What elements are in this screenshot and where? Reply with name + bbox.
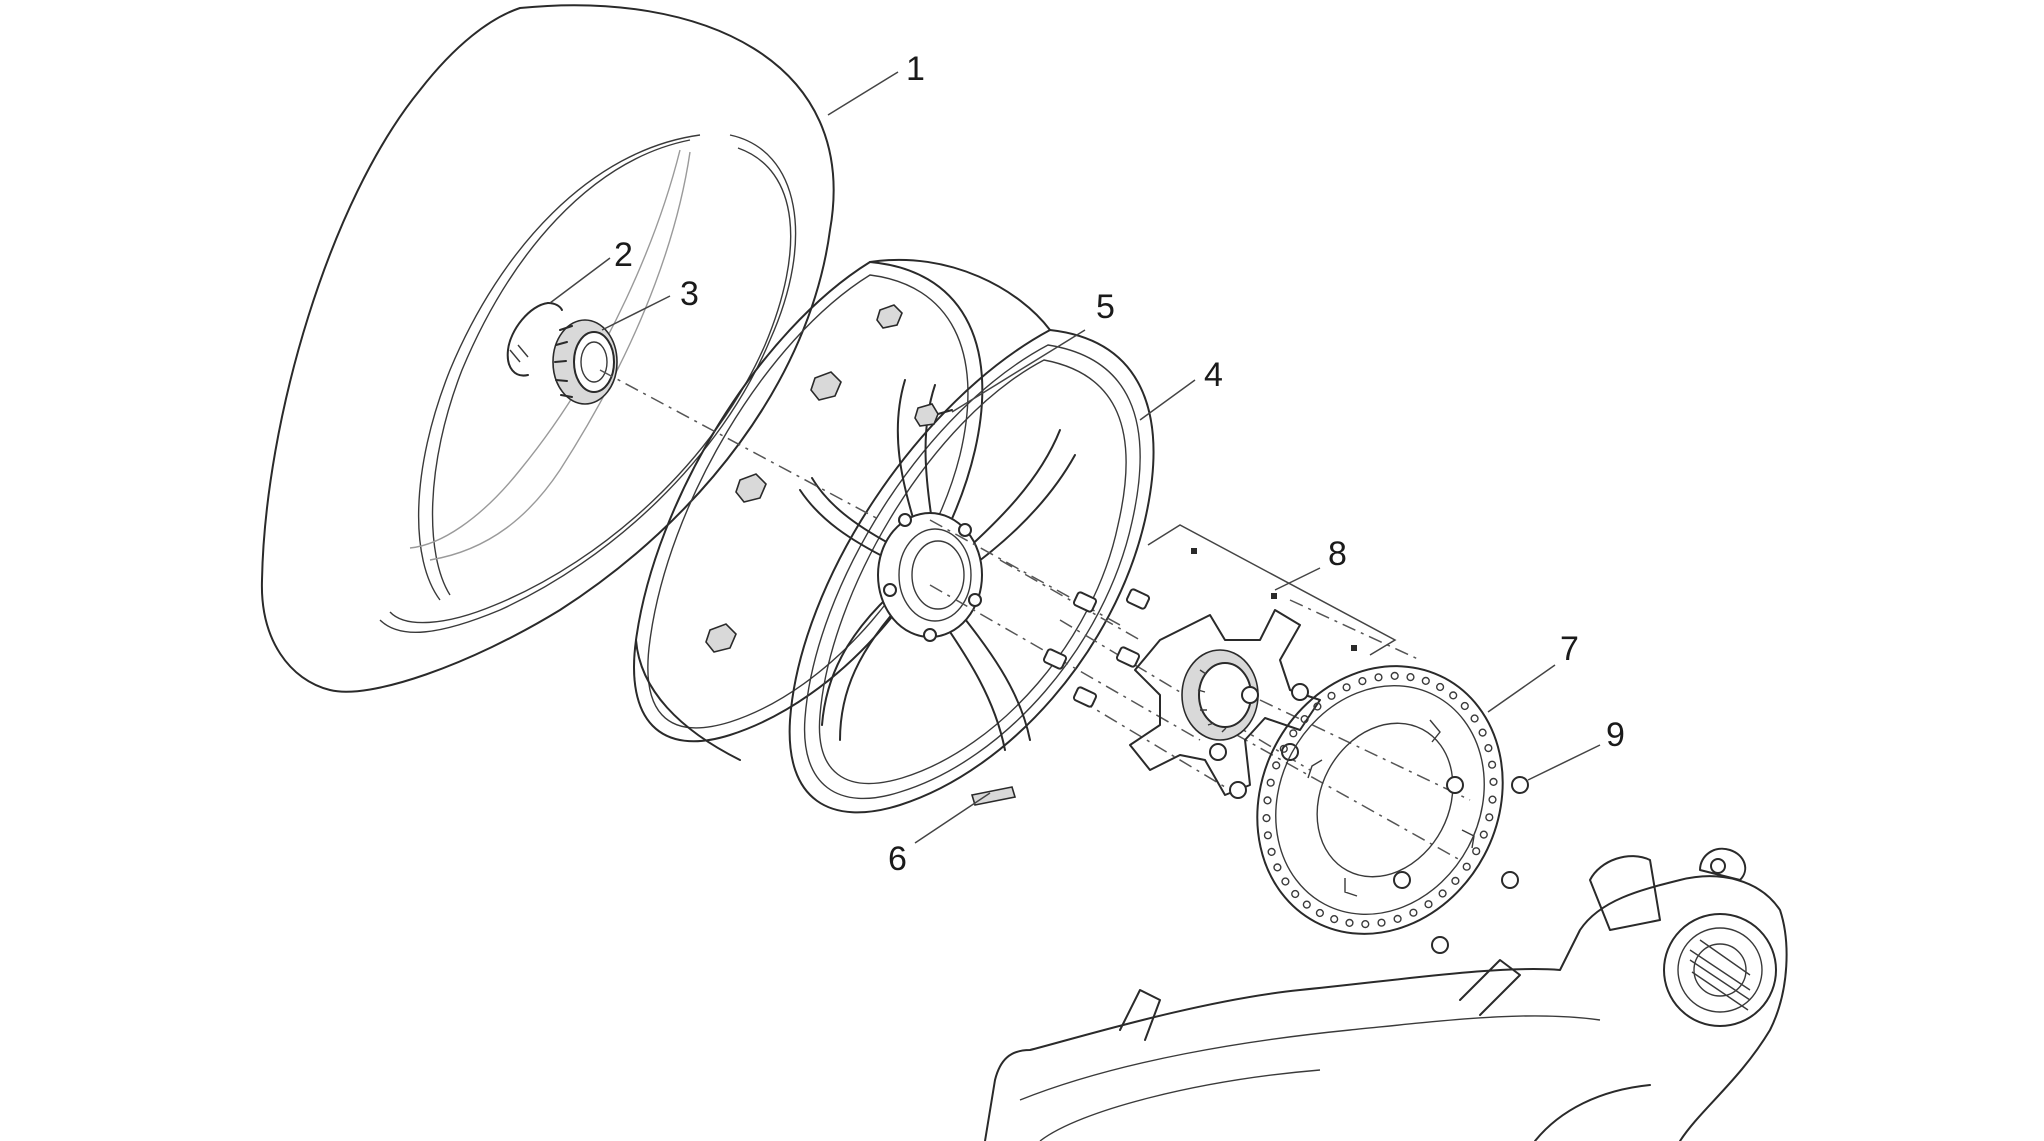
disc-hole [1342,683,1351,692]
disc-hole [1291,889,1300,899]
disc-hole [1374,673,1383,682]
callout-9: 9 [1606,716,1625,754]
disc-hole [1302,900,1311,909]
callout-1: 1 [906,50,925,88]
disc-hole [1438,889,1447,898]
disc-hole [1266,778,1275,787]
callout-2: 2 [614,236,633,274]
disc-hole [1488,795,1497,804]
balance-weight [970,786,1017,806]
disc-hole [1421,676,1430,686]
swingarm [984,847,1788,1141]
disc-hole [1406,672,1415,682]
disc-hole [1484,743,1493,753]
callout-8: 8 [1328,535,1347,573]
circlip [506,302,563,377]
disc-carrier [1042,524,1397,799]
brake-disc [1256,665,1529,954]
disc-hole [1485,813,1494,822]
disc-hole [1390,671,1399,681]
valve [914,403,953,427]
disc-hole [1281,877,1290,886]
disc-hole [1263,831,1273,840]
disc-hole [1393,914,1402,924]
disc-hole [1377,918,1386,927]
disc-hole [1472,847,1481,856]
disc-hole [1345,918,1354,928]
disc-hole [1300,714,1309,724]
assembly-axis-lines [599,369,1471,861]
callout-labels: 1 2 3 4 5 6 7 8 9 [614,50,1625,878]
disc-hole [1315,908,1325,918]
disc-hole [1273,863,1282,872]
disc-hole [1279,744,1288,753]
tyre [260,4,835,693]
disc-hole [1272,761,1281,770]
disc-hole [1489,777,1498,787]
disc-hole [1313,702,1322,711]
callout-4: 4 [1204,356,1223,394]
disc-hole [1361,919,1370,929]
disc-hole [1451,876,1460,886]
bearing [552,319,618,405]
disc-hole [1358,676,1367,686]
disc-hole [1460,701,1469,711]
wheel-rim [633,258,1155,814]
disc-hole [1462,862,1471,871]
disc-hole [1267,847,1276,857]
disc-hole [1330,914,1339,924]
callout-leaders [549,71,1601,844]
callout-3: 3 [680,275,699,313]
disc-hole [1470,714,1479,723]
disc-hole [1327,691,1336,700]
disc-hole [1409,908,1418,917]
disc-hole [1487,760,1497,769]
disc-hole [1435,682,1445,692]
callout-7: 7 [1560,630,1579,668]
disc-cooling-holes [1262,671,1498,929]
disc-hole [1479,830,1488,839]
disc-hole [1263,796,1272,805]
callout-6: 6 [888,840,907,878]
callout-5: 5 [1096,288,1115,326]
disc-hole [1289,729,1298,738]
disc-hole [1449,691,1458,700]
disc-hole [1478,728,1487,737]
disc-hole [1424,900,1433,909]
disc-hole [1262,813,1271,823]
